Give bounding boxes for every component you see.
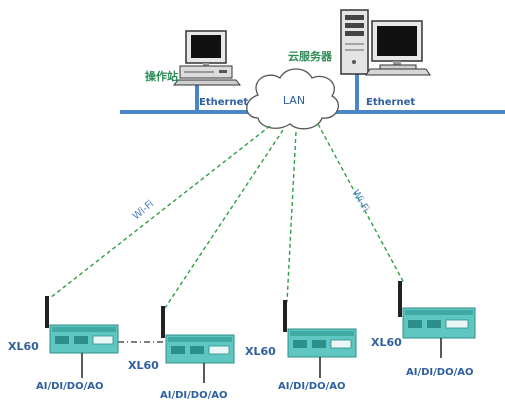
xl60-module-1: [45, 296, 119, 378]
xl60-module-2: [161, 306, 235, 383]
wifi-links: [49, 123, 405, 309]
lan-cloud-icon: [246, 68, 339, 130]
io-label-1: AI/DI/DO/AO: [36, 381, 103, 392]
server-monitor-icon: [365, 20, 431, 76]
server-tower-icon: [340, 9, 369, 75]
xl60-label-3: XL60: [245, 345, 276, 358]
ethernet-label-left: Ethernet: [199, 97, 248, 108]
xl60-label-1: XL60: [8, 340, 39, 353]
lan-label: LAN: [283, 94, 305, 107]
cloud-server-label: 云服务器: [288, 49, 333, 63]
workstation-label: 操作站: [145, 69, 178, 83]
wifi-label-right: Wi-Fi: [349, 188, 370, 214]
io-label-4: AI/DI/DO/AO: [406, 367, 473, 378]
io-label-2: AI/DI/DO/AO: [160, 390, 227, 401]
xl60-label-2: XL60: [128, 359, 159, 372]
io-label-3: AI/DI/DO/AO: [278, 381, 345, 392]
workstation-icon: [172, 30, 242, 86]
xl60-module-4: [398, 281, 476, 358]
xl60-module-3: [283, 300, 357, 378]
xl60-label-4: XL60: [371, 336, 402, 349]
ethernet-label-right: Ethernet: [366, 97, 415, 108]
